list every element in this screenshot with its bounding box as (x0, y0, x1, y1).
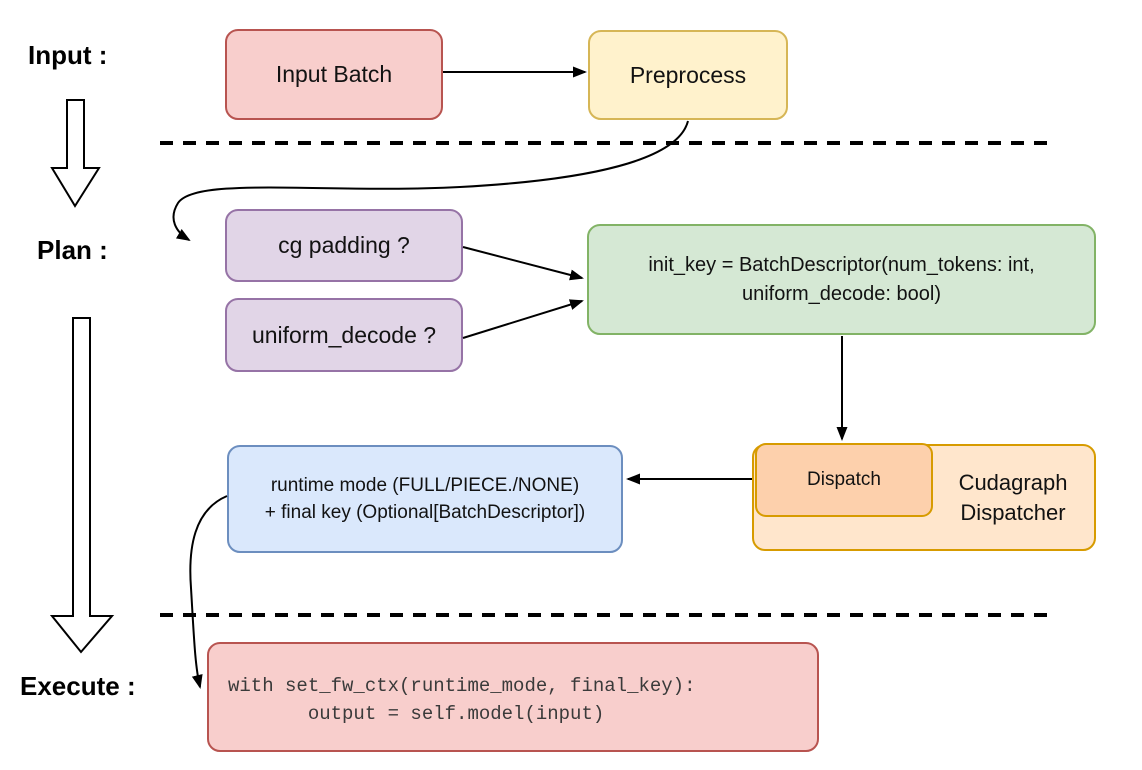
section-label-execute: Execute : (20, 671, 136, 701)
node-cg-padding: cg padding ? (225, 209, 463, 282)
node-input-batch-label: Input Batch (275, 61, 393, 88)
node-runtime-mode-line1: runtime mode (FULL/PIECE./NONE) (270, 475, 580, 496)
node-runtime-mode-line2: + final key (Optional[BatchDescriptor]) (264, 502, 586, 523)
node-init-key-line1: init_key = BatchDescriptor(num_tokens: i… (648, 253, 1035, 276)
connector-cgpadding-initkey (462, 246, 584, 281)
hollow-arrow-plan-to-execute (49, 317, 115, 654)
section-label-plan: Plan : (37, 235, 108, 265)
node-init-key: init_key = BatchDescriptor(num_tokens: i… (587, 224, 1096, 335)
cudagraph-label-line2: Dispatcher (960, 499, 1066, 525)
node-preprocess-label: Preprocess (629, 61, 747, 88)
node-init-key-line2: uniform_decode: bool) (741, 282, 941, 305)
node-runtime-mode: runtime mode (FULL/PIECE./NONE) + final … (227, 445, 623, 553)
node-cudagraph-dispatcher-label: Cudagraph Dispatcher (934, 446, 1092, 549)
node-execute-code: with set_fw_ctx(runtime_mode, final_key)… (207, 642, 819, 752)
section-label-input: Input : (28, 40, 108, 70)
node-uniform-decode-label: uniform_decode ? (251, 321, 437, 348)
hollow-arrow-input-to-plan (50, 99, 101, 208)
execute-code-line1: with set_fw_ctx(runtime_mode, final_key)… (228, 675, 696, 697)
node-uniform-decode: uniform_decode ? (225, 298, 463, 372)
node-preprocess: Preprocess (588, 30, 788, 120)
connector-uniformdecode-initkey (462, 299, 584, 339)
cudagraph-label-line1: Cudagraph (958, 469, 1068, 495)
node-cg-padding-label: cg padding ? (278, 232, 410, 259)
node-input-batch: Input Batch (225, 29, 443, 120)
execute-code-line2: output = self.model(input) (228, 703, 605, 725)
node-dispatch-label: Dispatch (807, 469, 881, 491)
node-dispatch: Dispatch (755, 443, 933, 517)
